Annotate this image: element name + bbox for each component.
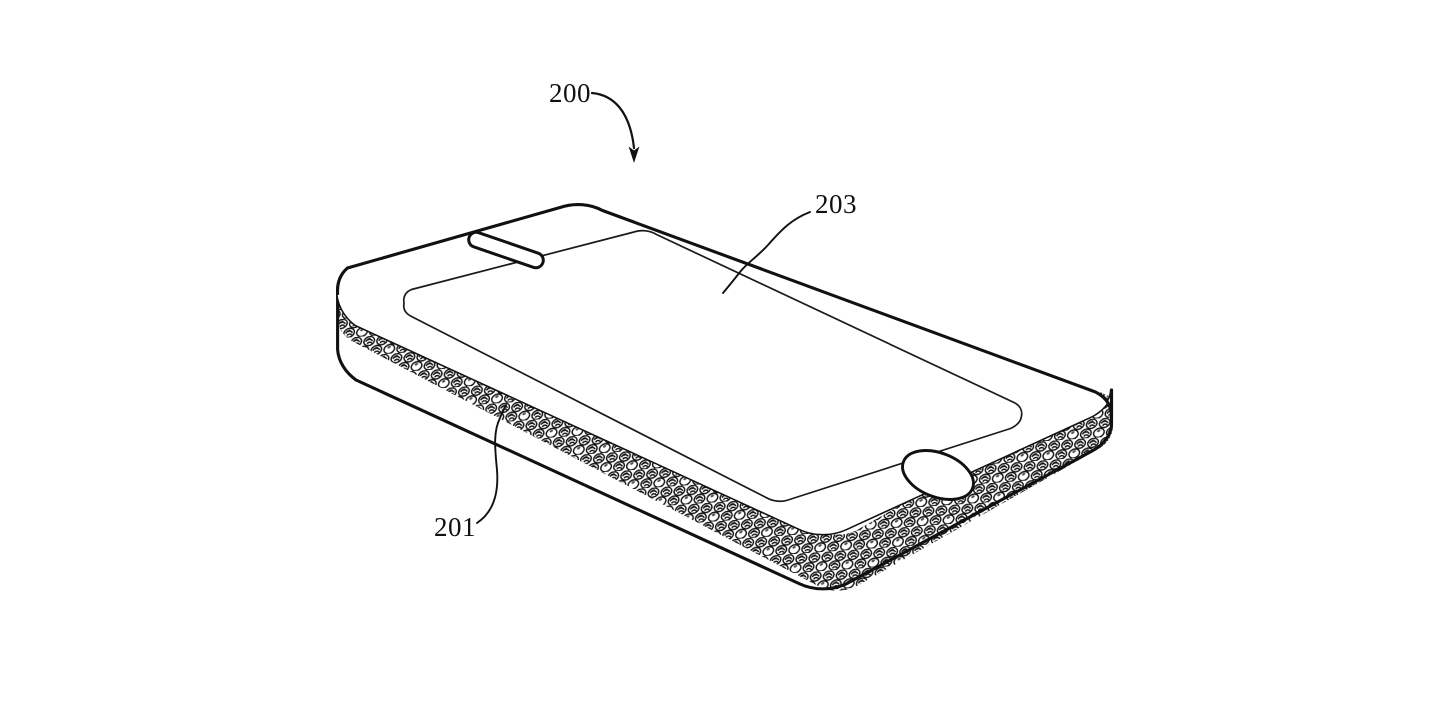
reference-numeral-200-text: 200 bbox=[549, 78, 591, 108]
reference-numeral-203: 203 bbox=[722, 189, 857, 294]
reference-numeral-200: 200 bbox=[549, 78, 640, 163]
reference-200-arrowhead bbox=[628, 146, 640, 163]
reference-numeral-201: 201 bbox=[434, 404, 507, 542]
display-screen[interactable] bbox=[402, 229, 1023, 503]
reference-numeral-201-text: 201 bbox=[434, 512, 476, 542]
earpiece-slot-shape bbox=[467, 230, 545, 270]
phone-front-face-outline bbox=[335, 202, 1114, 420]
home-button-ring[interactable] bbox=[896, 441, 981, 509]
reference-203-leader bbox=[722, 211, 811, 294]
reference-201-leader bbox=[476, 404, 507, 524]
home-button[interactable] bbox=[896, 441, 981, 509]
reference-200-arrow-curve bbox=[590, 91, 636, 150]
reference-numeral-203-text: 203 bbox=[815, 189, 857, 219]
earpiece-speaker-slot bbox=[467, 230, 545, 270]
mobile-phone-body bbox=[335, 202, 1114, 591]
side-band-lower-silhouette bbox=[336, 291, 1114, 591]
